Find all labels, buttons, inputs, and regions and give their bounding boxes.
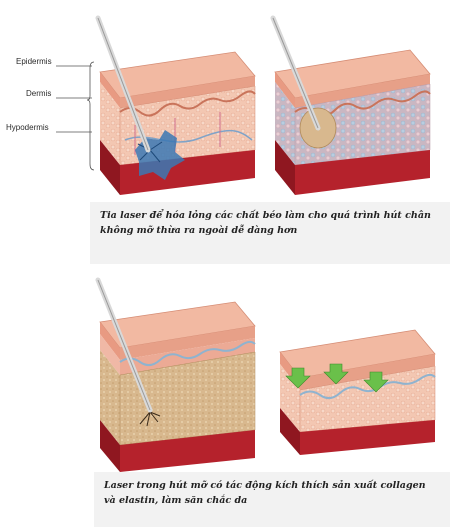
caption-bottom: Laser trong hút mỡ có tác động kích thíc… [94, 472, 450, 527]
tightening-arrow-3 [363, 371, 389, 393]
panel-4-skin-block [279, 329, 436, 455]
laser-probe-2 [270, 15, 321, 131]
tightening-arrow-2 [323, 363, 349, 385]
caption-top: Tia laser để hóa lỏng các chất béo làm c… [90, 202, 450, 264]
tightening-arrow-1 [285, 367, 311, 389]
panel-3-skin-block [99, 301, 256, 472]
label-epidermis: Epidermis [16, 57, 52, 66]
panel-2-skin-block [274, 49, 431, 195]
laser-probe-1 [95, 15, 151, 153]
label-dermis: Dermis [26, 89, 52, 98]
laser-probe-3 [95, 277, 153, 413]
label-hypodermis: Hypodermis [6, 123, 49, 132]
layer-bracket [56, 61, 95, 171]
panel-1-skin-block [99, 51, 256, 195]
